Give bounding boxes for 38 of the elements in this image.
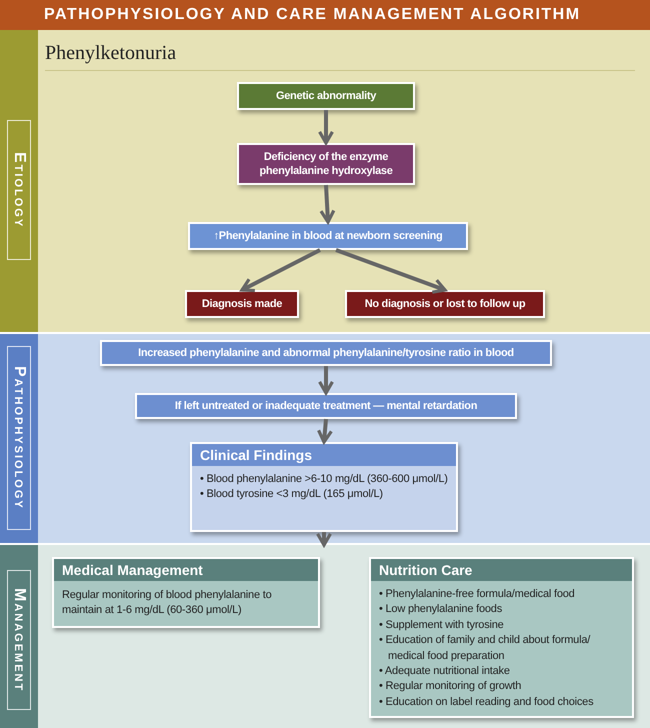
info-box: [369, 557, 634, 718]
list-item: • Supplement with tyrosine: [379, 618, 505, 633]
section-label: Management: [7, 570, 31, 710]
arrow: [319, 184, 336, 224]
process-box: Diagnosis made: [185, 290, 299, 318]
heading: Phenylketonuria: [45, 42, 176, 65]
arrow: [316, 532, 332, 547]
arrow: [318, 366, 334, 395]
list-item: • Education of family and child about formula/ medical food preparation: [379, 633, 592, 664]
process-box: Deficiency of the enzyme phenylalanine hydroxylase: [237, 143, 415, 185]
arrow: [317, 418, 333, 444]
title: PATHOPHYSIOLOGY AND CARE MANAGEMENT ALGORITHM: [44, 6, 581, 24]
list-item: • Regular monitoring of growth: [379, 679, 522, 694]
process-box: ↑Phenylalanine in blood at newborn screening: [188, 222, 468, 250]
list-item: • Low phenylalanine foods: [379, 602, 503, 618]
section-band: [0, 334, 650, 543]
arrow: [318, 110, 334, 145]
info-box: [52, 557, 320, 628]
box-heading: Medical Management: [54, 559, 318, 581]
box-heading: Nutrition Care: [371, 559, 632, 581]
section-band: [0, 545, 650, 728]
list-item: • Blood phenylalanine >6-10 mg/dL (360-600 μmol/L): [200, 472, 448, 487]
process-box: No diagnosis or lost to follow up: [345, 290, 545, 318]
box-text: Regular monitoring of blood phenylalanine to maintain at 1-6 mg/dL (60-360 μmol/L): [61, 588, 273, 618]
process-box: Genetic abnormality: [237, 82, 415, 110]
section-band: [0, 30, 650, 332]
process-box: Increased phenylalanine and abnormal phenylalanine/tyrosine ratio in blood: [100, 340, 552, 366]
list-item: • Education on label reading and food choices: [379, 694, 594, 710]
info-box: [190, 442, 458, 532]
section-label: Etiology: [7, 120, 31, 260]
arrow: [240, 248, 321, 292]
list-item: • Adequate nutritional intake: [379, 664, 511, 679]
list-item: • Phenylalanine-free formula/medical food: [379, 587, 576, 602]
list-item: • Blood tyrosine <3 mg/dL (165 μmol/L): [200, 487, 384, 502]
arrow: [335, 248, 447, 294]
box-heading: Clinical Findings: [192, 444, 456, 466]
process-box: If left untreated or inadequate treatment — mental retardation: [135, 393, 517, 419]
section-label: Pathophysiology: [7, 346, 31, 530]
